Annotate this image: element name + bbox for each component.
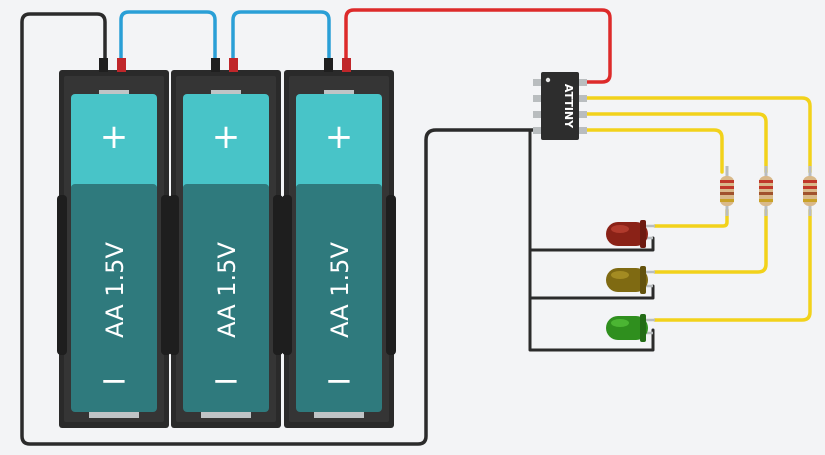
battery-3-minus: −	[325, 361, 354, 401]
led-green[interactable]	[606, 314, 655, 342]
wire-yellow-1[interactable]	[579, 96, 812, 174]
wire-blue-1[interactable]	[119, 10, 217, 62]
battery-2-plus: +	[212, 117, 241, 157]
chip-body	[541, 72, 579, 140]
battery-1-plus: +	[100, 117, 129, 157]
wires	[20, 8, 812, 446]
wire-yellow-4[interactable]	[653, 208, 729, 228]
wire-yellow-5[interactable]	[653, 208, 768, 274]
led-red[interactable]	[606, 220, 655, 248]
battery-3-plus: +	[325, 117, 354, 157]
wire-black-ground-loop[interactable]	[20, 12, 543, 446]
battery-holder-3[interactable]: + AA 1.5V −	[282, 58, 396, 428]
wire-yellow-6[interactable]	[653, 208, 812, 322]
wire-blue-2[interactable]	[231, 10, 331, 62]
resistor-3[interactable]	[803, 166, 817, 216]
wire-red-vcc[interactable]	[344, 8, 612, 84]
battery-holder-1[interactable]: + AA 1.5V −	[57, 58, 171, 428]
battery-1-minus: −	[100, 361, 129, 401]
battery-2-minus: −	[212, 361, 241, 401]
battery-2-label: AA 1.5V	[213, 242, 241, 338]
wire-black-led-ground[interactable]	[528, 128, 655, 352]
battery-holder-2[interactable]: + AA 1.5V −	[169, 58, 283, 428]
wire-yellow-2[interactable]	[579, 112, 768, 174]
battery-3-label: AA 1.5V	[326, 242, 354, 338]
chip-pin1-marker	[545, 77, 551, 83]
attiny-chip[interactable]: ATTINY	[533, 72, 587, 140]
led-yellow[interactable]	[606, 266, 655, 294]
wire-yellow-3[interactable]	[579, 128, 724, 174]
resistor-2[interactable]	[759, 166, 773, 216]
chip-label: ATTINY	[562, 84, 575, 129]
battery-1-label: AA 1.5V	[101, 242, 129, 338]
